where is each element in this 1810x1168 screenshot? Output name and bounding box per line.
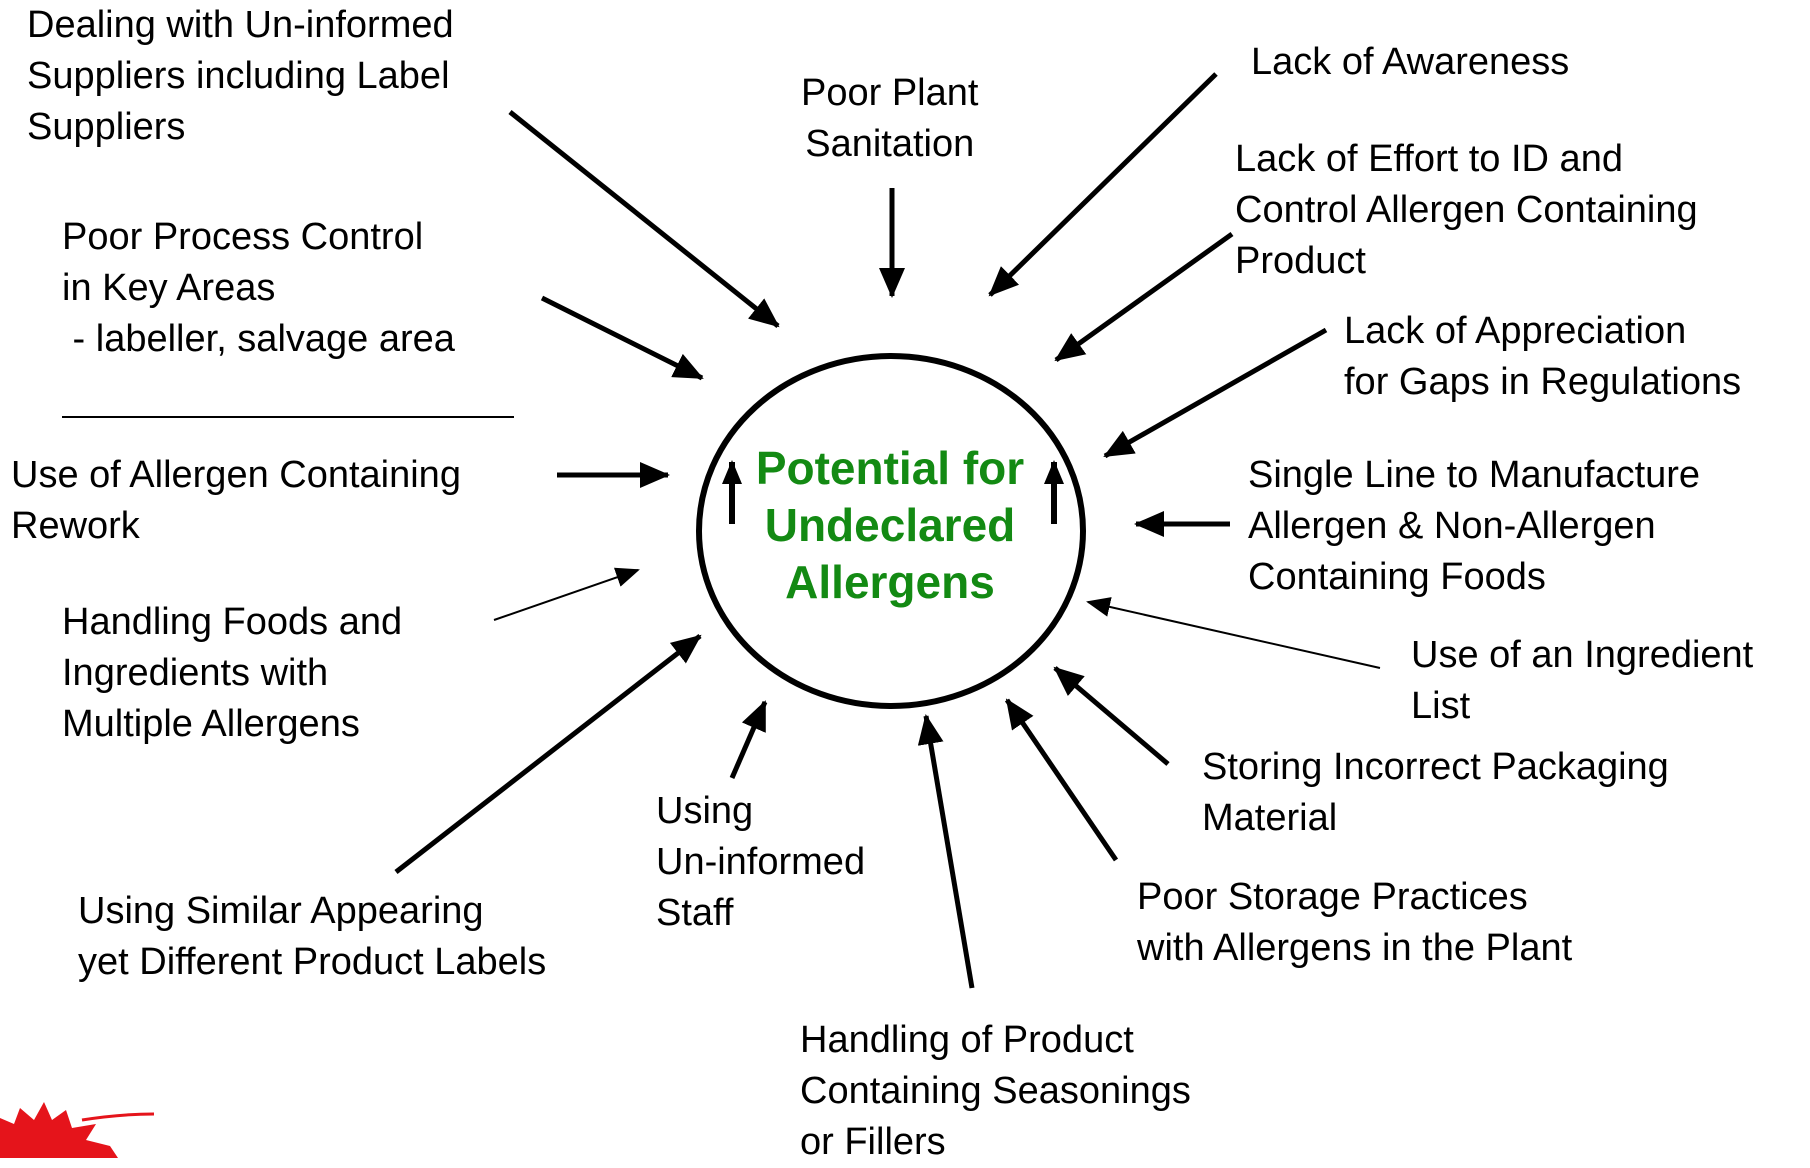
- arrow-multiple-allergens: [493, 567, 640, 621]
- cause-line: Lack of Awareness: [1251, 41, 1570, 83]
- cause-line: Containing Foods: [1248, 556, 1546, 598]
- cause-line: Storing Incorrect Packaging: [1202, 746, 1669, 788]
- cause-line: in Key Areas: [62, 267, 276, 309]
- cause-line: Use of an Ingredient: [1411, 634, 1754, 676]
- cause-line: Single Line to Manufacture: [1248, 454, 1701, 496]
- center-ellipse: [696, 353, 1086, 709]
- cause-line: Ingredients with: [62, 652, 329, 694]
- cause-line: or Fillers: [800, 1121, 946, 1163]
- arrow-seasonings-fillers: [917, 714, 975, 989]
- cause-line: Dealing with Un-informed: [27, 4, 454, 46]
- cause-allergen-rework: Use of Allergen Containing Rework: [11, 450, 461, 552]
- cause-line: Control Allergen Containing: [1235, 189, 1698, 231]
- cause-single-line: Single Line to Manufacture Allergen & No…: [1248, 450, 1700, 603]
- arrow-poor-process-control: [540, 295, 704, 381]
- cause-line: Allergen & Non-Allergen: [1248, 505, 1656, 547]
- separator-line: [62, 416, 514, 418]
- cause-line: Using: [656, 790, 754, 832]
- arrow-uninformed-staff: [729, 700, 768, 779]
- cause-line: with Allergens in the Plant: [1137, 927, 1573, 969]
- arrow-poor-storage: [1004, 698, 1119, 862]
- cause-line: yet Different Product Labels: [78, 941, 547, 983]
- center-title-line: Potential for: [755, 442, 1025, 494]
- center-title-line: Allergens: [785, 556, 995, 608]
- cause-line: Poor Storage Practices: [1137, 876, 1528, 918]
- cause-line: for Gaps in Regulations: [1344, 361, 1742, 403]
- cause-line: List: [1411, 685, 1471, 727]
- arrow-lack-of-effort: [1054, 231, 1234, 363]
- cause-line: Use of Allergen Containing: [11, 454, 461, 496]
- cause-lack-of-awareness: Lack of Awareness: [1251, 37, 1569, 88]
- cause-line: Un-informed: [656, 841, 866, 883]
- center-title: Potential for Undeclared Allergens: [715, 440, 1065, 611]
- cause-line: Containing Seasonings: [800, 1070, 1191, 1112]
- cause-similar-labels: Using Similar Appearing yet Different Pr…: [78, 886, 546, 988]
- cause-line: Material: [1202, 797, 1338, 839]
- cause-ingredient-list: Use of an Ingredient List: [1411, 630, 1753, 732]
- cause-line: Poor Process Control: [62, 216, 424, 258]
- arrow-lack-of-appreciation: [1103, 327, 1328, 459]
- cause-poor-storage: Poor Storage Practices with Allergens in…: [1137, 872, 1572, 974]
- maple-leaf-stem: [81, 1112, 155, 1122]
- cause-line: Suppliers including Label: [27, 55, 450, 97]
- cause-line: Poor Plant: [801, 72, 979, 114]
- center-title-line: Undeclared: [764, 499, 1016, 551]
- cause-line: Suppliers: [27, 106, 186, 148]
- cause-uninformed-staff: Using Un-informed Staff: [656, 786, 865, 939]
- cause-line: Lack of Effort to ID and: [1235, 138, 1623, 180]
- cause-lack-of-effort: Lack of Effort to ID and Control Allerge…: [1235, 134, 1698, 287]
- arrow-uninformed-suppliers: [508, 110, 780, 328]
- cause-line: Lack of Appreciation: [1344, 310, 1687, 352]
- cause-incorrect-packaging: Storing Incorrect Packaging Material: [1202, 742, 1669, 844]
- arrow-ingredient-list: [1086, 597, 1381, 669]
- cause-line: Handling Foods and: [62, 601, 403, 643]
- cause-multiple-allergens: Handling Foods and Ingredients with Mult…: [62, 597, 402, 750]
- cause-line: Staff: [656, 892, 734, 934]
- cause-line: Using Similar Appearing: [78, 890, 484, 932]
- cause-uninformed-suppliers: Dealing with Un-informed Suppliers inclu…: [27, 0, 454, 153]
- maple-leaf-shape: [0, 1102, 118, 1158]
- cause-line: Sanitation: [805, 123, 975, 165]
- cause-poor-plant-sanitation: Poor Plant Sanitation: [801, 68, 978, 170]
- cause-lack-of-appreciation: Lack of Appreciation for Gaps in Regulat…: [1344, 306, 1741, 408]
- arrow-incorrect-packaging: [1053, 666, 1170, 766]
- cause-line: - labeller, salvage area: [62, 318, 455, 360]
- cause-poor-process-control: Poor Process Control in Key Areas - labe…: [62, 212, 455, 365]
- maple-leaf-icon: [0, 1102, 155, 1158]
- cause-line: Rework: [11, 505, 140, 547]
- arrow-lack-of-awareness: [988, 72, 1218, 297]
- cause-line: Multiple Allergens: [62, 703, 360, 745]
- arrow-similar-labels: [394, 634, 702, 874]
- cause-line: Handling of Product: [800, 1019, 1134, 1061]
- cause-seasonings-fillers: Handling of Product Containing Seasoning…: [800, 1015, 1191, 1168]
- cause-line: Product: [1235, 240, 1366, 282]
